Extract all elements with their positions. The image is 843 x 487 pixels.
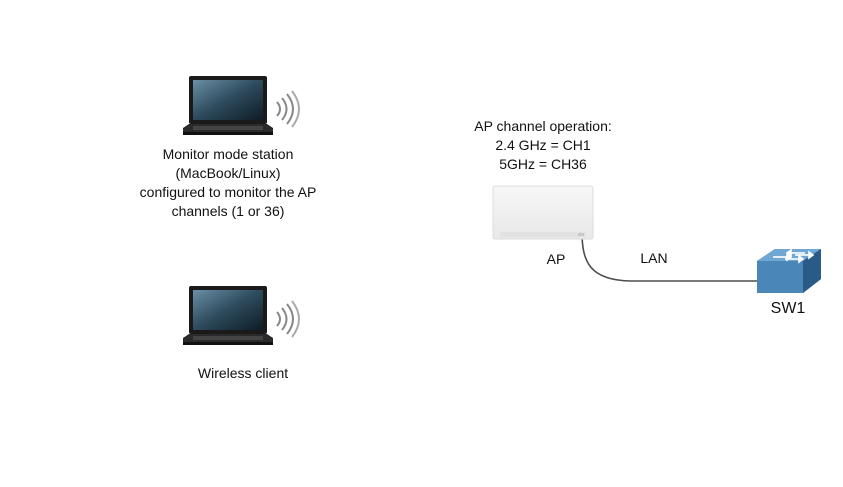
switch-label: SW1	[770, 300, 806, 317]
monitor-station-label-line: configured to monitor the AP	[139, 184, 317, 200]
laptop-icon	[183, 76, 273, 135]
access-point-device	[492, 185, 594, 241]
laptop-icon	[183, 286, 273, 345]
ap-channel-info-line: 2.4 GHz = CH1	[495, 137, 591, 153]
monitor-station-laptop	[183, 76, 303, 142]
ap-label: AP	[546, 251, 566, 267]
switch-device	[755, 245, 823, 297]
monitor-station-label-line: (MacBook/Linux)	[175, 165, 281, 181]
wireless-client-laptop	[183, 286, 303, 352]
monitor-station-label-line: channels (1 or 36)	[171, 203, 285, 219]
ap-channel-info: AP channel operation: 2.4 GHz = CH1 5GHz…	[453, 117, 633, 174]
access-point-icon	[492, 185, 594, 240]
wifi-waves-icon	[276, 300, 300, 338]
lan-label: LAN	[640, 250, 668, 266]
wireless-client-label: Wireless client	[197, 365, 289, 381]
ap-channel-info-line: AP channel operation:	[474, 118, 612, 134]
ap-channel-info-line: 5GHz = CH36	[499, 156, 587, 172]
monitor-station-label: Monitor mode station (MacBook/Linux) con…	[118, 145, 338, 221]
wifi-waves-icon	[276, 90, 300, 128]
monitor-station-label-line: Monitor mode station	[162, 146, 294, 162]
switch-icon	[757, 248, 821, 293]
